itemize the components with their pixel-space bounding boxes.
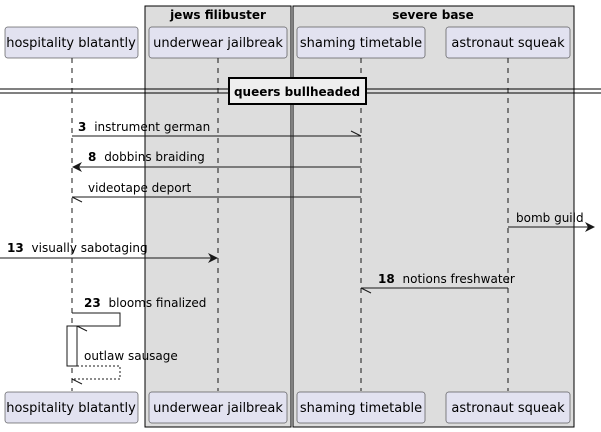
message-text: dobbins braiding: [104, 150, 205, 164]
participant-box[interactable]: [148, 26, 288, 59]
message-dobbins-braiding[interactable]: 8 dobbins braiding: [72, 150, 361, 172]
participant-bottom-astronaut-squeak[interactable]: astronaut squeak: [445, 391, 571, 424]
message-arrowhead: [350, 130, 362, 137]
message-text: videotape deport: [88, 181, 192, 195]
message-text: blooms finalized: [109, 296, 207, 310]
message-outlaw-sausage[interactable]: outlaw sausage: [71, 349, 178, 385]
group-box-bg: [292, 5, 575, 428]
participant-box[interactable]: [445, 26, 571, 59]
participant-box[interactable]: [4, 26, 139, 59]
group-box-bg: [144, 5, 292, 428]
message-arrowhead: [360, 287, 372, 294]
message-arrowhead: [72, 162, 82, 172]
participant-top-astronaut-squeak[interactable]: astronaut squeak: [445, 26, 571, 59]
participant-label: astronaut squeak: [451, 36, 565, 51]
message-arrowhead: [71, 196, 83, 203]
message-label: 13 visually sabotaging: [7, 241, 148, 255]
message-videotape-deport[interactable]: videotape deport: [71, 181, 361, 203]
message-label: 8 dobbins braiding: [88, 150, 205, 164]
message-text: visually sabotaging: [32, 241, 148, 255]
participant-label: underwear jailbreak: [153, 36, 283, 51]
group-title: severe base: [392, 8, 473, 22]
participant-top-shaming-timetable[interactable]: shaming timetable: [296, 26, 426, 59]
separator-label: queers bullheaded: [234, 85, 360, 99]
participant-label: underwear jailbreak: [153, 401, 283, 416]
message-number: 18: [378, 272, 395, 286]
participant-box[interactable]: [445, 391, 571, 424]
message-number: 13: [7, 241, 24, 255]
message-number: 8: [88, 150, 96, 164]
group-title: jews filibuster: [169, 8, 266, 22]
participant-box[interactable]: [148, 391, 288, 424]
message-visually-sabotaging[interactable]: 13 visually sabotaging: [0, 241, 218, 263]
participant-top-underwear-jailbreak[interactable]: underwear jailbreak: [148, 26, 288, 59]
participant-label: hospitality blatantly: [6, 36, 136, 51]
participant-box[interactable]: [4, 391, 139, 424]
message-label: videotape deport: [88, 181, 192, 195]
participant-label: hospitality blatantly: [6, 401, 136, 416]
message-label: 23 blooms finalized: [84, 296, 206, 310]
message-arrowhead: [208, 253, 218, 263]
message-label: 18 notions freshwater: [378, 272, 515, 286]
message-number: 3: [78, 120, 86, 134]
message-arrowhead: [71, 378, 83, 385]
message-bomb-guild[interactable]: bomb guild: [508, 211, 595, 232]
message-text: notions freshwater: [403, 272, 515, 286]
participant-top-hospitality-blatantly[interactable]: hospitality blatantly: [4, 26, 139, 59]
separator-label-box: [228, 77, 367, 105]
participant-label: astronaut squeak: [451, 401, 565, 416]
message-label: outlaw sausage: [84, 349, 178, 363]
message-label: 3 instrument german: [78, 120, 210, 134]
participant-box[interactable]: [296, 26, 426, 59]
message-arrowhead: [76, 325, 88, 332]
message-instrument-german[interactable]: 3 instrument german: [72, 120, 362, 137]
group-box-severe-base: severe base: [292, 5, 575, 428]
message-text: outlaw sausage: [84, 349, 178, 363]
message-arrowhead: [585, 222, 595, 232]
message-line: [72, 365, 121, 380]
message-text: instrument german: [94, 120, 210, 134]
message-blooms-finalized[interactable]: 23 blooms finalized: [72, 296, 206, 332]
message-text: bomb guild: [516, 211, 584, 225]
participant-bottom-shaming-timetable[interactable]: shaming timetable: [296, 391, 426, 424]
participant-bottom-hospitality-blatantly[interactable]: hospitality blatantly: [4, 391, 139, 424]
participant-label: shaming timetable: [300, 36, 422, 51]
message-notions-freshwater[interactable]: 18 notions freshwater: [360, 272, 515, 294]
message-number: 23: [84, 296, 101, 310]
separator: queers bullheaded: [0, 77, 601, 105]
messages: 3 instrument german 8 dobbins braiding v…: [0, 120, 595, 385]
group-box-jews-filibuster: jews filibuster: [144, 5, 292, 428]
message-label: bomb guild: [516, 211, 584, 225]
participant-bottom-underwear-jailbreak[interactable]: underwear jailbreak: [148, 391, 288, 424]
message-line: [72, 312, 121, 327]
participant-label: shaming timetable: [300, 401, 422, 416]
participant-box[interactable]: [296, 391, 426, 424]
activation-bar: [66, 325, 78, 367]
